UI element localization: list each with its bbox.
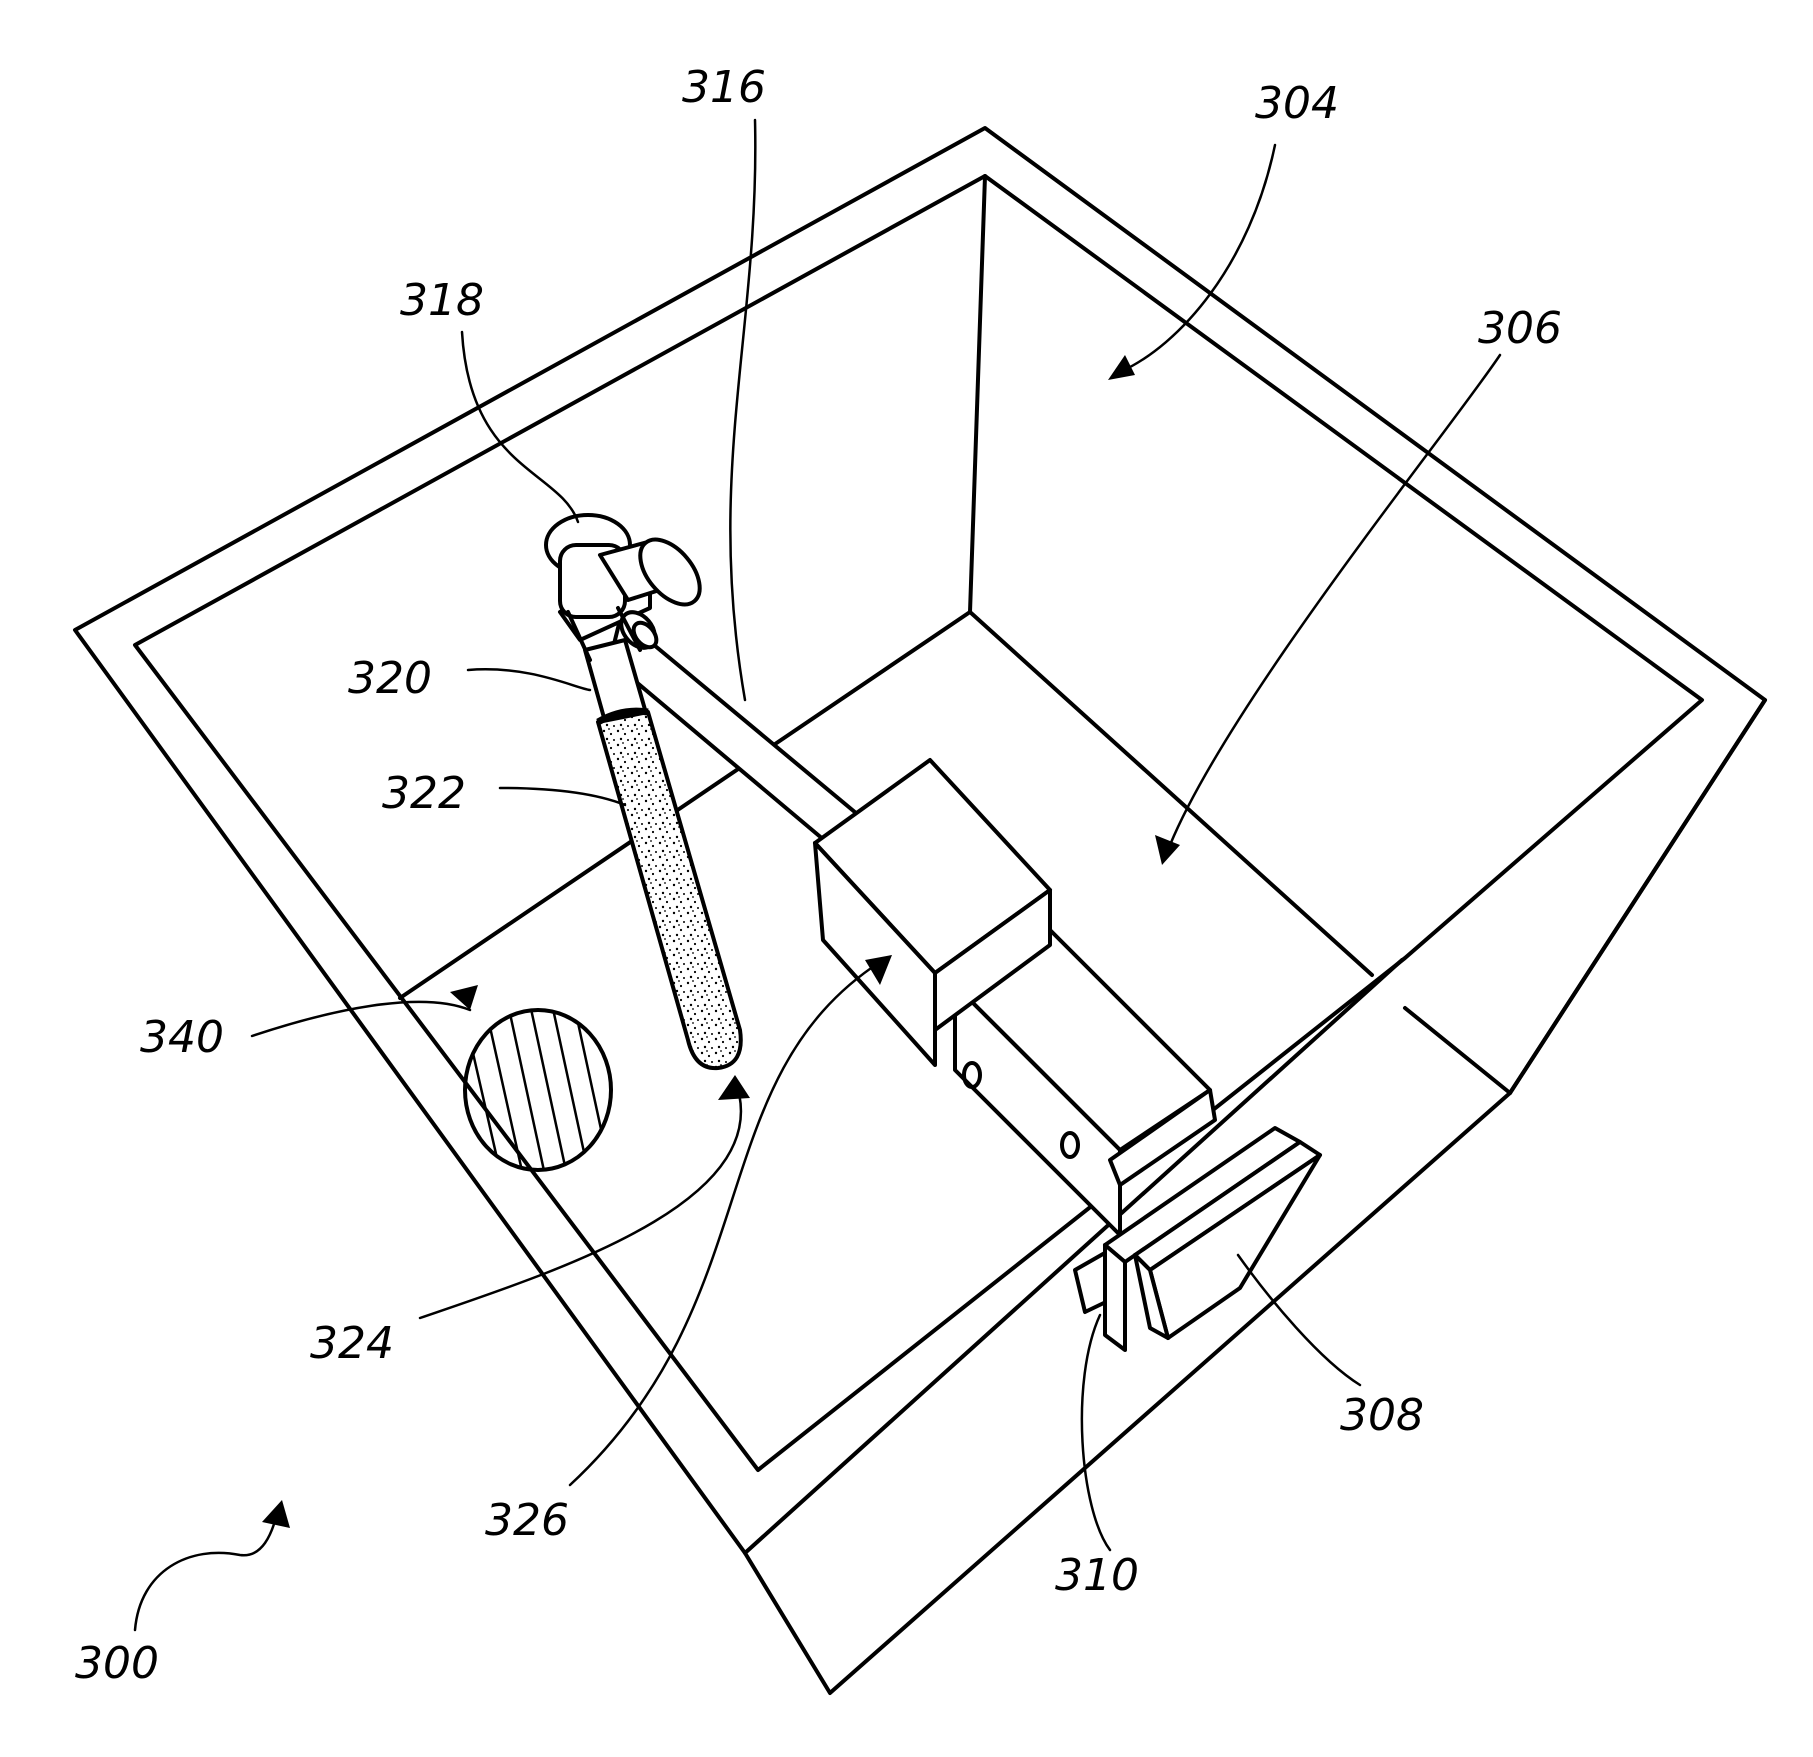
- label-340: 340: [140, 1012, 224, 1063]
- label-324: 324: [310, 1318, 394, 1369]
- label-318: 318: [400, 275, 484, 326]
- box-back-corner: [970, 176, 985, 612]
- arrow-306: [1155, 835, 1180, 865]
- sponge-tip: [598, 711, 741, 1068]
- label-304: 304: [1255, 78, 1339, 129]
- arrow-304: [1108, 355, 1135, 380]
- label-326: 326: [485, 1495, 569, 1546]
- label-306: 306: [1478, 303, 1562, 354]
- label-300: 300: [75, 1638, 159, 1689]
- label-322: 322: [382, 768, 466, 819]
- label-308: 308: [1340, 1390, 1424, 1441]
- label-310: 310: [1055, 1550, 1139, 1601]
- elbow-joint: [546, 515, 711, 654]
- label-316: 316: [682, 62, 766, 113]
- arrow-324: [718, 1075, 750, 1100]
- label-320: 320: [348, 653, 432, 704]
- arrow-300: [262, 1500, 290, 1528]
- box-front-inner-edge: [1405, 1008, 1510, 1093]
